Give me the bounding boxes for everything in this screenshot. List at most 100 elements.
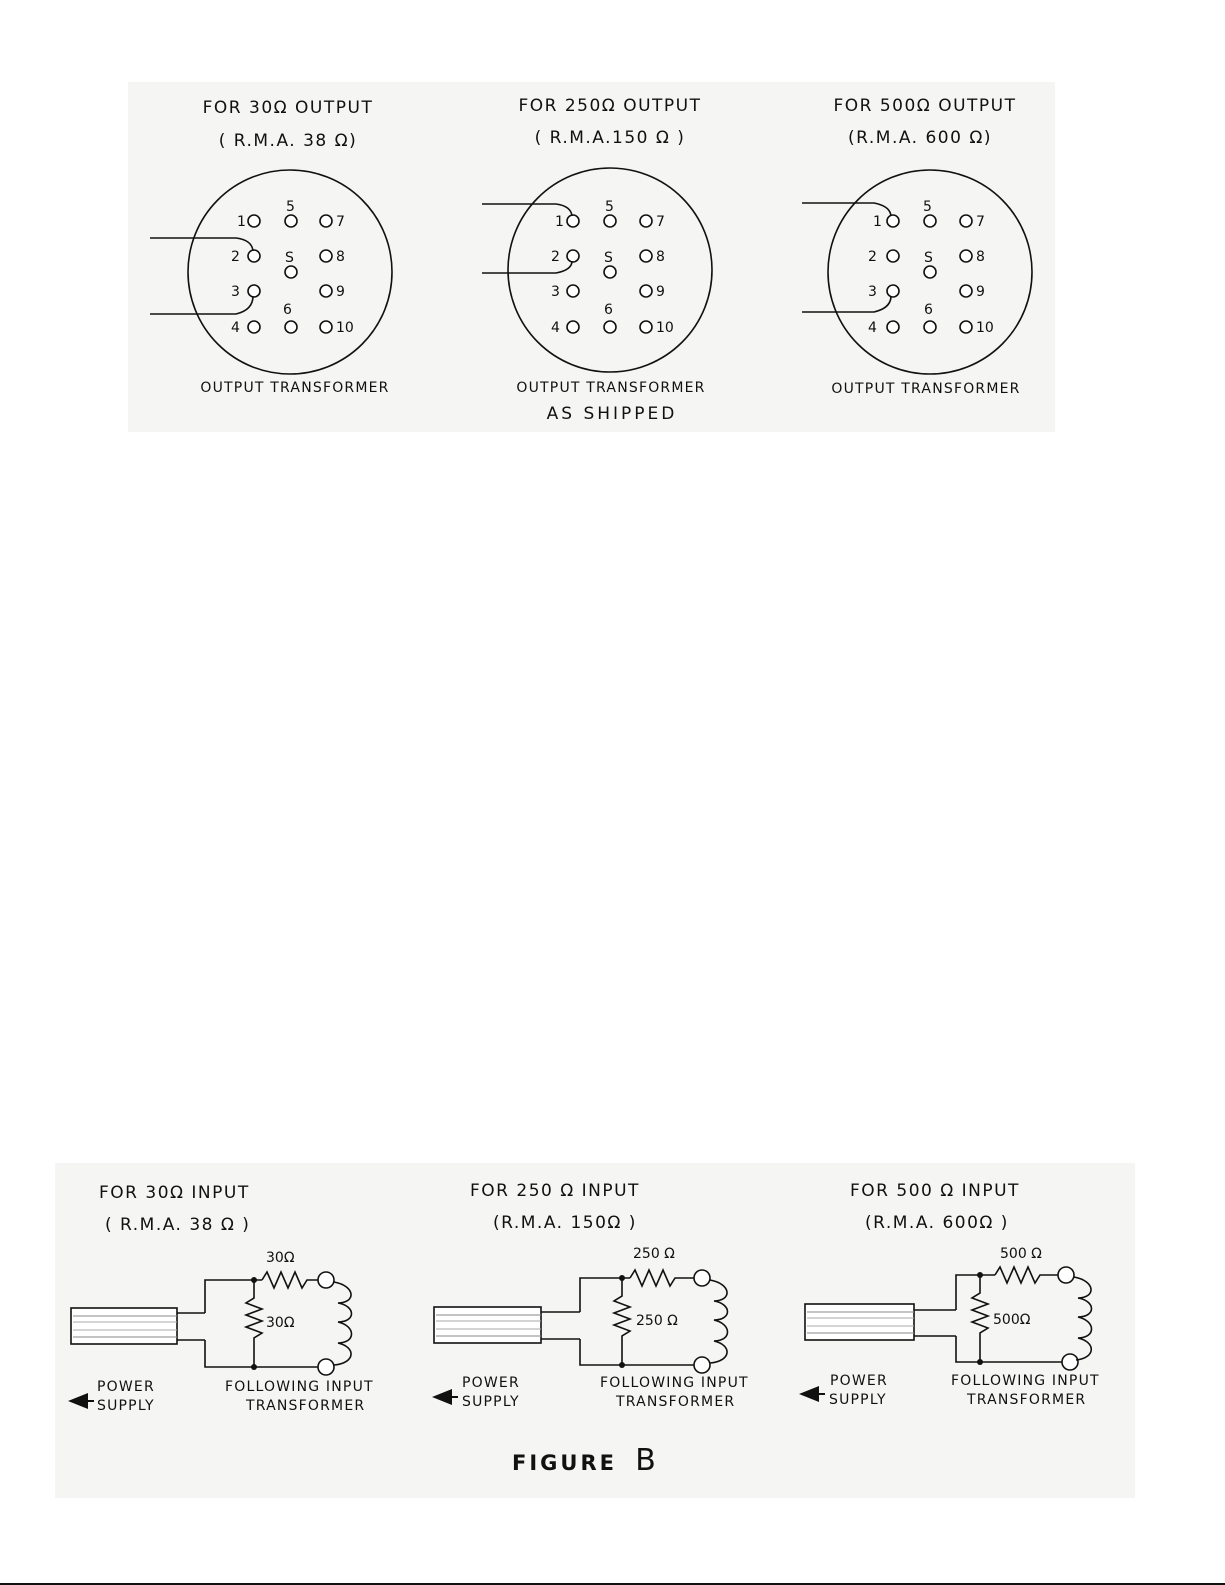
pin-hole-6 (603, 320, 617, 334)
pin-hole-7 (959, 214, 973, 228)
bottom-conductor (955, 1336, 1062, 1363)
series-resistor-value: 250 Ω (633, 1246, 675, 1262)
pin-hole-s (284, 265, 298, 279)
pin-hole-s (603, 265, 617, 279)
pin-hole-5 (603, 214, 617, 228)
pin-label: 4 (231, 320, 240, 336)
pin-label: 3 (551, 284, 560, 300)
series-resistor (994, 1265, 1058, 1285)
shunt-resistor-value: 250 Ω (636, 1313, 678, 1329)
shunt-resistor (243, 1280, 265, 1367)
lead-wire-pin-3 (802, 295, 892, 313)
pin-label: S (604, 250, 613, 266)
pin-hole-2 (886, 249, 900, 263)
transformer-label: FOLLOWING INPUT (225, 1379, 374, 1395)
pin-hole-4 (247, 320, 261, 334)
shunt-resistor (611, 1278, 633, 1365)
pin-hole-10 (959, 320, 973, 334)
series-resistor-value: 30Ω (266, 1250, 295, 1266)
pin-hole-2 (247, 249, 261, 263)
output-panel-title: FOR 250Ω OUTPUT (518, 96, 701, 116)
pin-hole-1 (886, 214, 900, 228)
pin-label: 6 (924, 302, 933, 318)
output-panel-30: FOR 30Ω OUTPUT ( R.M.A. 38 Ω) 1 5 7 2 S … (150, 98, 393, 396)
input-panel-rma: ( R.M.A. 38 Ω ) (105, 1215, 250, 1235)
pin-hole-4 (886, 320, 900, 334)
input-network-panels (55, 1163, 1135, 1498)
input-panel-250: FOR 250 Ω INPUT (R.M.A. 150Ω ) 250 Ω 250… (432, 1181, 748, 1410)
bottom-conductor (579, 1339, 694, 1366)
pin-label: 1 (237, 214, 246, 230)
pin-label: 6 (604, 302, 613, 318)
as-shipped-caption: AS SHIPPED (547, 404, 678, 424)
pin-label: 8 (976, 249, 985, 265)
transformer-label: TRANSFORMER (245, 1398, 365, 1414)
output-panel-rma: ( R.M.A.150 Ω ) (535, 128, 686, 148)
output-panel-caption: OUTPUT TRANSFORMER (831, 381, 1020, 397)
shunt-resistor (969, 1275, 991, 1362)
pin-label: 2 (868, 249, 877, 265)
bottom-conductor (204, 1340, 320, 1368)
pin-hole-6 (923, 320, 937, 334)
supply-label: SUPPLY (97, 1398, 155, 1414)
transformer-terminal (1057, 1266, 1075, 1284)
pin-hole-9 (959, 284, 973, 298)
input-panel-title: FOR 500 Ω INPUT (850, 1181, 1020, 1201)
pin-hole-3 (247, 284, 261, 298)
input-panel-title: FOR 30Ω INPUT (99, 1183, 250, 1203)
pin-label: 10 (656, 320, 674, 336)
output-panel-rma: ( R.M.A. 38 Ω) (219, 131, 358, 151)
terminal-board-outline (507, 167, 713, 373)
pin-hole-9 (319, 284, 333, 298)
shielded-cable (70, 1307, 205, 1345)
input-panel-rma: (R.M.A. 150Ω ) (493, 1213, 637, 1233)
pin-label: 6 (283, 302, 292, 318)
pin-label: 8 (336, 249, 345, 265)
transformer-coil (1073, 1276, 1093, 1361)
pin-label: 4 (551, 320, 560, 336)
output-panel-title: FOR 30Ω OUTPUT (203, 98, 374, 118)
pin-hole-9 (639, 284, 653, 298)
output-panel-rma: (R.M.A. 600 Ω) (848, 128, 992, 148)
top-conductor (204, 1279, 262, 1313)
supply-label: POWER (830, 1373, 888, 1389)
figure-caption-prefix: FIGURE (512, 1451, 617, 1475)
transformer-terminal (317, 1271, 335, 1289)
pin-hole-10 (639, 320, 653, 334)
series-resistor (261, 1270, 318, 1290)
arrow-left-icon (799, 1386, 819, 1402)
pin-label: 9 (336, 284, 345, 300)
pin-label: 5 (286, 199, 295, 215)
junction-dot (977, 1272, 983, 1278)
top-conductor (955, 1274, 995, 1310)
junction-dot (619, 1275, 625, 1281)
input-panel-title: FOR 250 Ω INPUT (470, 1181, 640, 1201)
pin-hole-1 (566, 214, 580, 228)
transformer-terminal (693, 1356, 711, 1374)
pin-label: S (924, 250, 933, 266)
transformer-terminal (1061, 1353, 1079, 1371)
lead-wire-pin-1 (802, 202, 892, 217)
figure-caption-letter: B (635, 1443, 659, 1478)
pin-hole-5 (284, 214, 298, 228)
page-bottom-rule (0, 1583, 1225, 1585)
shunt-resistor-value: 30Ω (266, 1315, 295, 1331)
output-panel-caption: OUTPUT TRANSFORMER (200, 380, 389, 396)
pin-hole-7 (639, 214, 653, 228)
pin-label: 3 (868, 284, 877, 300)
pin-hole-1 (247, 214, 261, 228)
pin-label: 3 (231, 284, 240, 300)
arrow-left-icon (432, 1389, 452, 1405)
pin-label: 9 (976, 284, 985, 300)
pin-hole-10 (319, 320, 333, 334)
supply-label: SUPPLY (462, 1394, 520, 1410)
pin-label: 4 (868, 320, 877, 336)
input-panel-500: FOR 500 Ω INPUT (R.M.A. 600Ω ) 500 Ω 500… (799, 1181, 1100, 1408)
pin-label: 2 (551, 249, 560, 265)
transformer-label: FOLLOWING INPUT (951, 1373, 1100, 1389)
pin-hole-8 (959, 249, 973, 263)
input-panel-rma: (R.M.A. 600Ω ) (865, 1213, 1009, 1233)
pin-hole-7 (319, 214, 333, 228)
pin-label: 7 (656, 214, 665, 230)
transformer-label: TRANSFORMER (966, 1392, 1086, 1408)
